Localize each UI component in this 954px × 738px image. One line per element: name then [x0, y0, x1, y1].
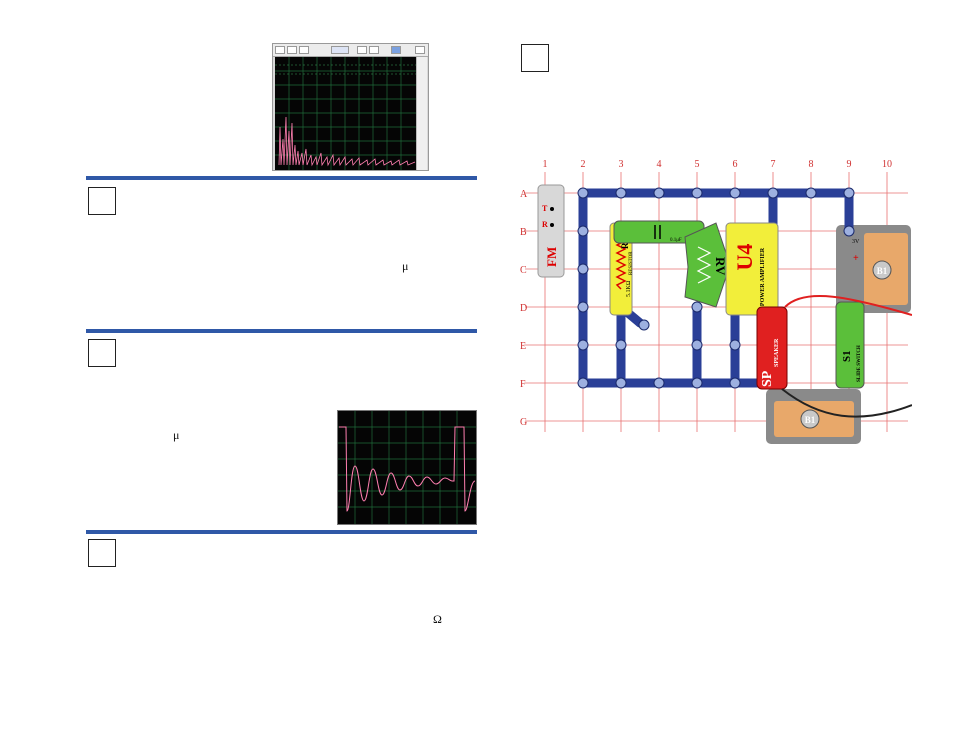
ohm-symbol: Ω — [433, 612, 442, 626]
fm-label: FM — [544, 247, 559, 267]
row-label: B — [520, 227, 527, 238]
capacitor-value: 0.1μF — [670, 238, 682, 243]
micro-symbol: μ — [173, 428, 180, 442]
fm-module: T R FM — [537, 184, 565, 278]
speaker-sp: SP SPEAKER — [756, 306, 788, 390]
toolbar-button — [299, 46, 309, 54]
column-label: 3 — [619, 159, 624, 170]
resistor-desc: RESISTOR — [629, 251, 634, 275]
row-label: A — [520, 189, 528, 200]
spectrum-screen — [275, 57, 417, 170]
toolbar-button — [415, 46, 425, 54]
column-label: 10 — [882, 159, 892, 170]
row-labels: A B C D E F G — [520, 189, 528, 428]
oscilloscope-image — [337, 410, 477, 525]
toolbar-button — [369, 46, 379, 54]
row-label: D — [520, 303, 527, 314]
toolbar-button — [275, 46, 285, 54]
row-label: E — [520, 341, 526, 352]
battery-holder-bottom: B1 — [766, 389, 861, 444]
section-rule — [86, 530, 477, 534]
column-label: 5 — [695, 159, 700, 170]
toolbar-dropdown — [331, 46, 349, 54]
fm-r-label: R — [542, 220, 548, 229]
row-label: G — [520, 417, 527, 428]
column-label: 2 — [581, 159, 586, 170]
step-checkbox[interactable] — [88, 339, 116, 367]
column-label: 7 — [771, 159, 776, 170]
column-label: 6 — [733, 159, 738, 170]
svg-text:+: + — [853, 253, 859, 264]
toolbar-button — [357, 46, 367, 54]
section-rule — [86, 176, 477, 180]
potentiometer-label: RV — [713, 257, 728, 276]
column-label: 4 — [657, 159, 662, 170]
battery-label: B1 — [877, 266, 888, 276]
slide-switch-s1: S1 SLIDE SWITCH — [835, 301, 865, 389]
analyzer-toolbar — [273, 44, 428, 57]
speaker-label: SP — [760, 370, 775, 387]
column-label: 8 — [809, 159, 814, 170]
power-amplifier-u4: U4 POWER AMPLIFIER — [725, 222, 779, 316]
resistor-value: 5.1KΩ — [626, 280, 632, 297]
column-labels: 1 2 3 4 5 6 7 8 9 10 — [543, 159, 893, 170]
fm-t-label: T — [542, 204, 548, 213]
toolbar-button — [391, 46, 401, 54]
column-label: 9 — [847, 159, 852, 170]
amplifier-desc: POWER AMPLIFIER — [760, 247, 766, 306]
speaker-desc: SPEAKER — [774, 338, 780, 367]
waveform-plot — [338, 411, 476, 524]
step-checkbox[interactable] — [88, 187, 116, 215]
step-checkbox[interactable] — [521, 44, 549, 72]
battery-voltage: 3V — [852, 239, 860, 245]
row-label: F — [520, 379, 526, 390]
step-checkbox[interactable] — [88, 539, 116, 567]
battery-label: B1 — [805, 415, 816, 425]
battery-holder-right: B1 3V + — [836, 225, 911, 313]
column-label: 1 — [543, 159, 548, 170]
spectrum-analyzer-image — [272, 43, 429, 171]
circuit-diagram: 1 2 3 4 5 6 7 8 9 10 A B C D E F G B1 B1… — [520, 157, 912, 447]
spectrum-plot — [275, 57, 417, 170]
switch-label: S1 — [841, 350, 853, 362]
potentiometer-rv: RV — [684, 222, 731, 308]
amplifier-label: U4 — [732, 244, 757, 271]
analyzer-scrollbar — [416, 57, 427, 170]
section-rule — [86, 329, 477, 333]
row-label: C — [520, 265, 527, 276]
micro-symbol: μ — [402, 259, 409, 273]
battery-leads — [781, 295, 912, 418]
toolbar-button — [287, 46, 297, 54]
switch-desc: SLIDE SWITCH — [857, 345, 862, 382]
